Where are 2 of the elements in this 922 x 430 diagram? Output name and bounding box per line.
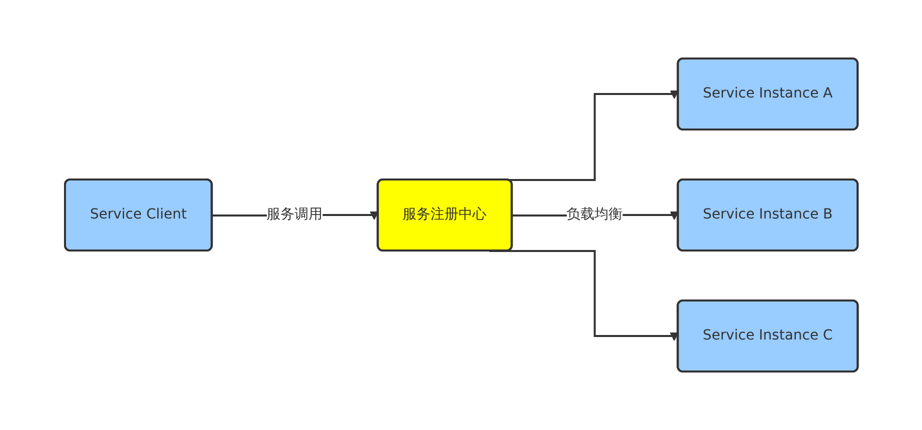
edge-label: 服务调用 <box>266 206 322 222</box>
edge-label: 负载均衡 <box>566 206 622 222</box>
